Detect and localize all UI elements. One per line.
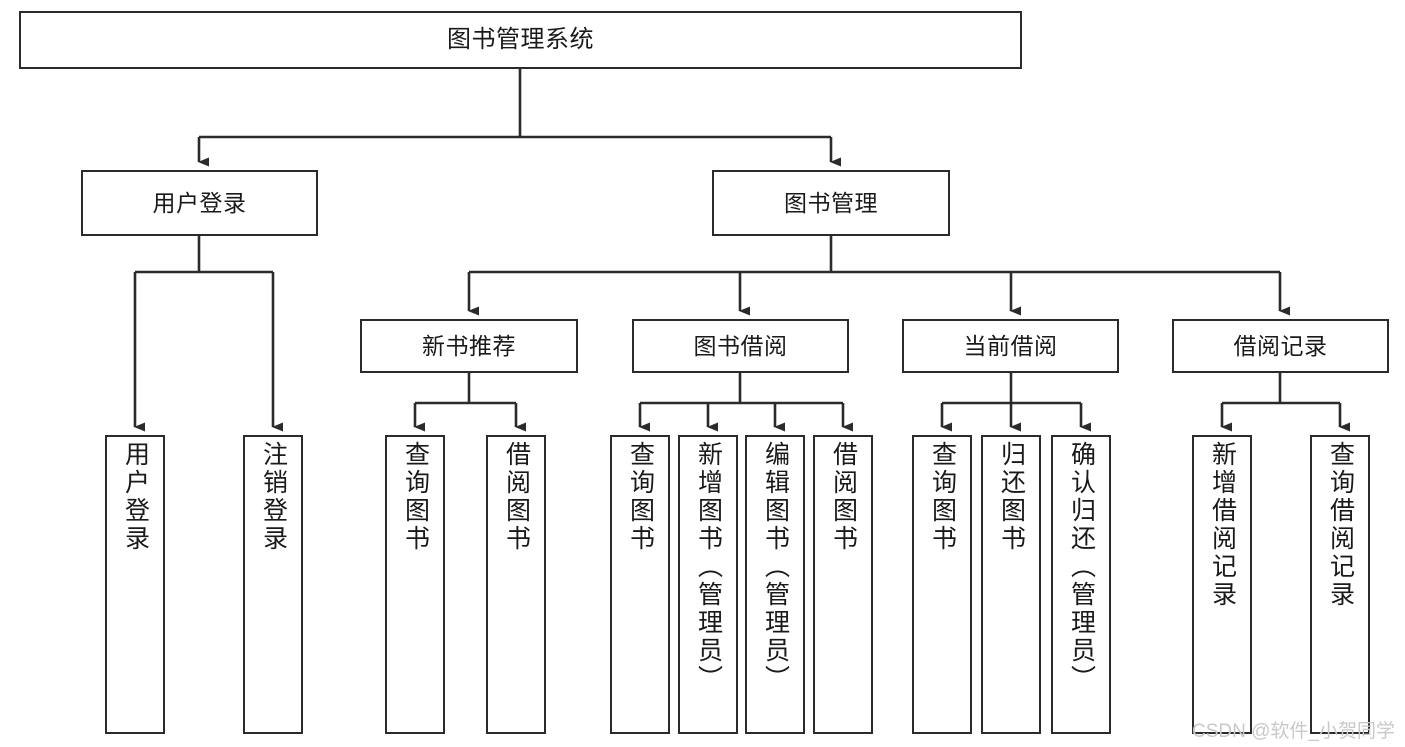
node-borrow-record-label: 借阅记录 bbox=[1233, 332, 1328, 359]
node-leaf-query-book-2[interactable]: 查询图书 bbox=[610, 435, 670, 734]
watermark-csdn: CSDN @软件_小贺同学 bbox=[1192, 721, 1395, 742]
node-leaf-edit-book-label: 编辑图书（管理员） bbox=[761, 441, 790, 693]
node-book-manage[interactable]: 图书管理 bbox=[712, 170, 950, 236]
node-leaf-query-book-1[interactable]: 查询图书 bbox=[385, 435, 445, 734]
node-leaf-query-book-3-label: 查询图书 bbox=[928, 441, 957, 553]
node-leaf-logout-login-label: 注销登录 bbox=[259, 441, 288, 553]
node-leaf-add-book[interactable]: 新增图书（管理员） bbox=[678, 435, 738, 734]
node-leaf-borrow-book-2-label: 借阅图书 bbox=[829, 441, 858, 553]
node-leaf-borrow-book-1[interactable]: 借阅图书 bbox=[486, 435, 546, 734]
node-leaf-borrow-book-2[interactable]: 借阅图书 bbox=[813, 435, 873, 734]
node-new-book-recommend[interactable]: 新书推荐 bbox=[360, 319, 578, 373]
node-current-borrow-label: 当前借阅 bbox=[963, 332, 1058, 359]
node-book-borrow-label: 图书借阅 bbox=[693, 332, 788, 359]
node-leaf-query-record-label: 查询借阅记录 bbox=[1326, 441, 1355, 609]
node-leaf-query-record[interactable]: 查询借阅记录 bbox=[1310, 435, 1370, 734]
node-leaf-return-book[interactable]: 归还图书 bbox=[981, 435, 1041, 734]
node-leaf-user-login-label: 用户登录 bbox=[121, 441, 150, 553]
node-root-system-label: 图书管理系统 bbox=[447, 26, 594, 54]
node-borrow-record[interactable]: 借阅记录 bbox=[1172, 319, 1389, 373]
node-leaf-query-book-3[interactable]: 查询图书 bbox=[912, 435, 972, 734]
node-root-system[interactable]: 图书管理系统 bbox=[19, 11, 1022, 69]
node-current-borrow[interactable]: 当前借阅 bbox=[902, 319, 1119, 373]
node-leaf-confirm-return-label: 确认归还（管理员） bbox=[1067, 441, 1096, 693]
node-leaf-add-record[interactable]: 新增借阅记录 bbox=[1192, 435, 1252, 734]
node-leaf-add-record-label: 新增借阅记录 bbox=[1208, 441, 1237, 609]
node-book-borrow[interactable]: 图书借阅 bbox=[632, 319, 849, 373]
node-leaf-edit-book[interactable]: 编辑图书（管理员） bbox=[745, 435, 805, 734]
node-leaf-query-book-2-label: 查询图书 bbox=[626, 441, 655, 553]
node-book-manage-label: 图书管理 bbox=[784, 189, 878, 216]
node-new-book-recommend-label: 新书推荐 bbox=[422, 332, 516, 359]
node-leaf-query-book-1-label: 查询图书 bbox=[401, 441, 430, 553]
node-user-login[interactable]: 用户登录 bbox=[81, 170, 318, 236]
node-user-login-label: 用户登录 bbox=[152, 189, 247, 216]
node-leaf-borrow-book-1-label: 借阅图书 bbox=[502, 441, 531, 553]
node-leaf-return-book-label: 归还图书 bbox=[997, 441, 1026, 553]
node-leaf-confirm-return[interactable]: 确认归还（管理员） bbox=[1051, 435, 1111, 734]
node-leaf-user-login[interactable]: 用户登录 bbox=[105, 435, 165, 734]
node-leaf-add-book-label: 新增图书（管理员） bbox=[694, 441, 723, 693]
node-leaf-logout-login[interactable]: 注销登录 bbox=[243, 435, 303, 734]
